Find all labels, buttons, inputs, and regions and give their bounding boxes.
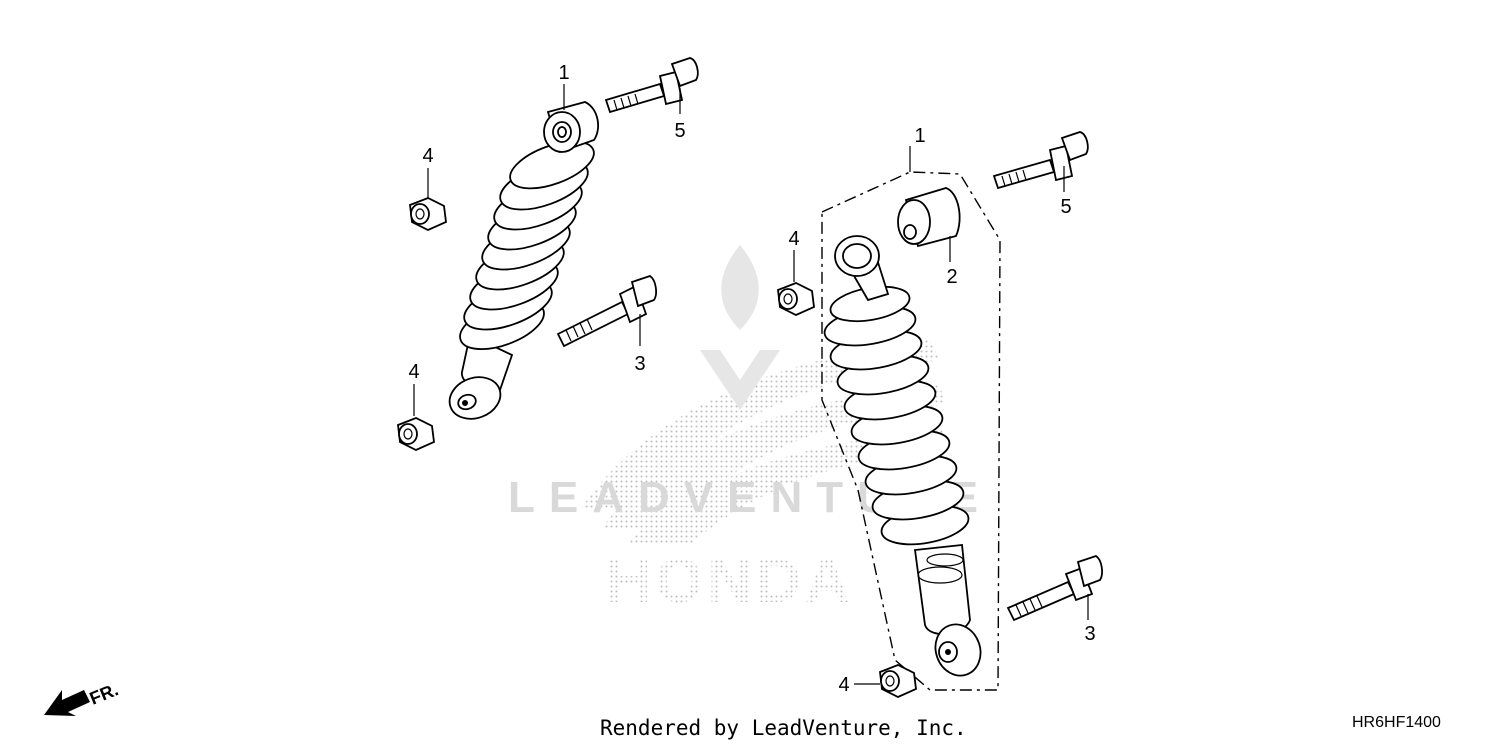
left-lower-nut (397, 417, 435, 451)
callout-left-4-top[interactable]: 4 (422, 145, 433, 167)
callout-right-1[interactable]: 1 (914, 125, 925, 147)
diagram-code: HR6HF1400 (1352, 714, 1441, 731)
honda-watermark-text: HONDA (606, 547, 853, 616)
flame-watermark-icon (700, 245, 780, 410)
callout-right-2[interactable]: 2 (946, 266, 957, 288)
callout-left-1[interactable]: 1 (558, 62, 569, 84)
callout-numbers: 1 5 4 3 4 1 5 4 2 3 4 (408, 62, 1095, 696)
honda-wing-watermark (580, 340, 945, 545)
render-credit: Rendered by LeadVenture, Inc. (600, 716, 967, 740)
right-shock-absorber (823, 235, 982, 677)
left-shock-spring (459, 140, 595, 350)
leader-lines (413, 84, 1089, 685)
front-direction-arrow-icon: FR. (44, 679, 121, 716)
front-direction-label: FR. (87, 679, 121, 708)
right-upper-bushing (897, 187, 961, 248)
left-shock-absorber (448, 101, 599, 420)
callout-right-4-top[interactable]: 4 (788, 228, 799, 250)
left-upper-bolt (604, 57, 699, 114)
right-assembly-group-outline (821, 171, 1001, 691)
right-upper-nut (777, 282, 815, 316)
right-lower-bolt (1006, 555, 1103, 622)
callout-left-4-bottom[interactable]: 4 (408, 361, 419, 383)
left-middle-bolt (556, 275, 657, 348)
right-lower-nut (879, 664, 917, 698)
callout-right-3[interactable]: 3 (1084, 623, 1095, 645)
right-shock-spring (823, 285, 970, 546)
callout-right-5[interactable]: 5 (1060, 196, 1071, 218)
callout-right-4-bottom[interactable]: 4 (838, 674, 849, 696)
right-upper-bolt (992, 131, 1089, 190)
callout-left-3[interactable]: 3 (634, 353, 645, 375)
callout-left-5[interactable]: 5 (674, 120, 685, 142)
left-upper-nut (409, 197, 447, 231)
